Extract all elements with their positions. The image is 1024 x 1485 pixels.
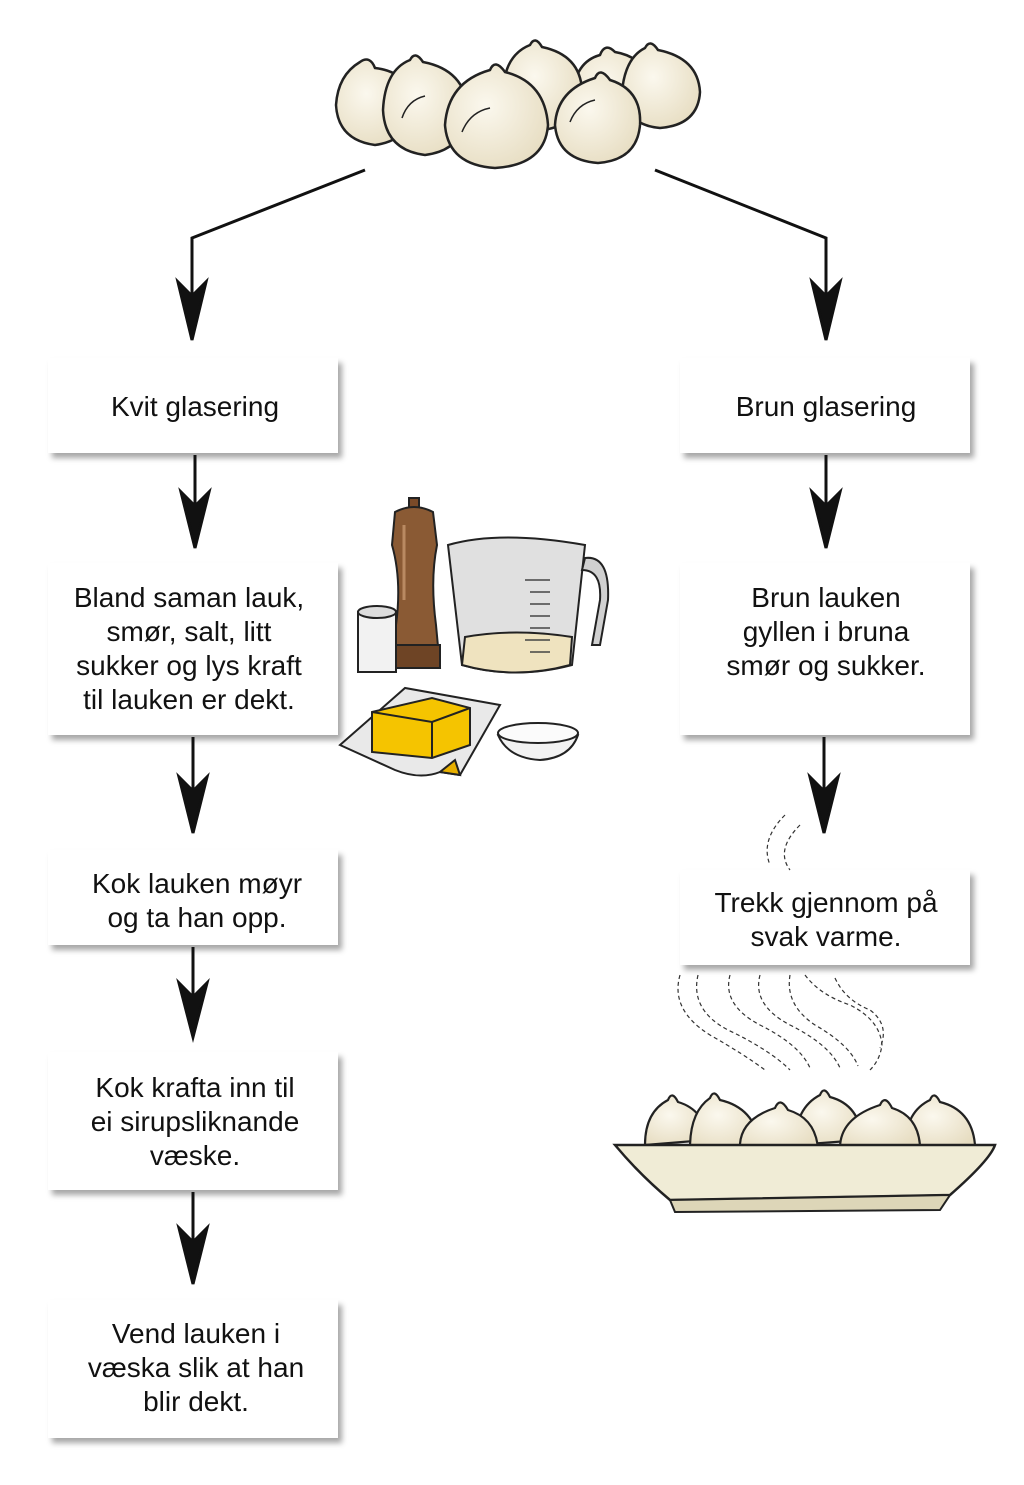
sugar-bowl-illustration bbox=[496, 722, 580, 762]
butter-block-illustration bbox=[338, 686, 502, 777]
step-text-line: gyllen i bruna bbox=[743, 616, 910, 647]
salt-shaker-illustration bbox=[357, 605, 397, 673]
box-step-vend-lauken: Vend lauken i væska slik at han blir dek… bbox=[48, 1300, 338, 1438]
branch-arrows bbox=[175, 168, 843, 341]
pepper-mill-illustration bbox=[390, 497, 442, 669]
step-text-line: Brun lauken bbox=[751, 582, 900, 613]
step-text-line: og ta han opp. bbox=[107, 902, 286, 933]
box-kvit-glasering: Kvit glasering bbox=[48, 358, 338, 453]
right-column: Brun glasering Brun lauken gyllen i brun… bbox=[680, 358, 970, 965]
left-column: Kvit glasering Bland saman lauk, smør, s… bbox=[48, 358, 338, 1438]
step-text-line: Kok lauken møyr bbox=[92, 868, 302, 899]
onions-on-plate-illustration bbox=[612, 1089, 997, 1214]
step-text-line: til lauken er dekt. bbox=[83, 684, 295, 715]
title-kvit-glasering: Kvit glasering bbox=[111, 391, 279, 422]
step-text-line: svak varme. bbox=[751, 921, 902, 952]
box-step-kok-lauken: Kok lauken møyr og ta han opp. bbox=[48, 850, 338, 945]
step-text-line: Kok krafta inn til bbox=[95, 1072, 294, 1103]
box-step-bland: Bland saman lauk, smør, salt, litt sukke… bbox=[48, 563, 338, 735]
steam-lines-illustration bbox=[677, 814, 884, 1071]
right-arrows bbox=[807, 455, 843, 834]
step-text-line: smør, salt, litt bbox=[107, 616, 272, 647]
box-step-trekk: Trekk gjennom på svak varme. bbox=[680, 870, 970, 965]
step-text-line: væska slik at han bbox=[88, 1352, 304, 1383]
box-brun-glasering: Brun glasering bbox=[680, 358, 970, 453]
title-brun-glasering: Brun glasering bbox=[736, 391, 917, 422]
step-text-line: Vend lauken i bbox=[112, 1318, 280, 1349]
onion-pile-illustration bbox=[334, 39, 702, 170]
left-arrows bbox=[176, 455, 212, 1285]
step-text-line: ei sirupsliknande bbox=[91, 1106, 300, 1137]
step-text-line: Trekk gjennom på bbox=[714, 887, 937, 918]
step-text-line: blir dekt. bbox=[143, 1386, 249, 1417]
step-text-line: sukker og lys kraft bbox=[76, 650, 302, 681]
step-text-line: smør og sukker. bbox=[726, 650, 925, 681]
measuring-jug-illustration bbox=[446, 536, 610, 674]
ingredients-illustration bbox=[338, 497, 610, 777]
box-step-brun-lauken: Brun lauken gyllen i bruna smør og sukke… bbox=[680, 563, 970, 735]
step-text-line: Bland saman lauk, bbox=[74, 582, 304, 613]
box-step-kok-krafta: Kok krafta inn til ei sirupsliknande væs… bbox=[48, 1052, 338, 1190]
step-text-line: væske. bbox=[150, 1140, 240, 1171]
